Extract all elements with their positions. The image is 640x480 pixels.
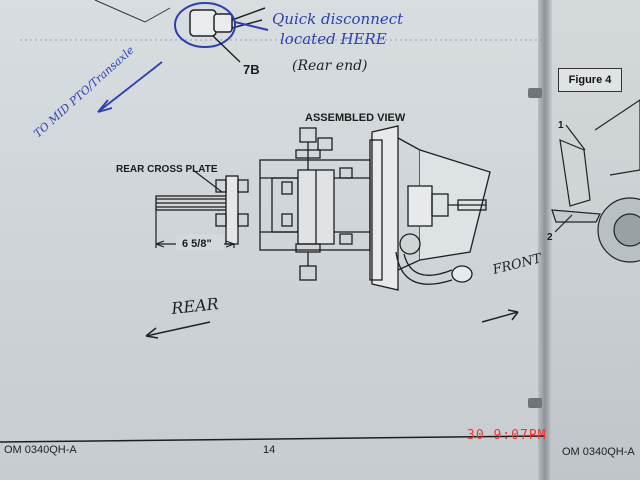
handwritten-note-line2: located HERE bbox=[280, 30, 387, 48]
right-callout-2: 2 bbox=[547, 232, 553, 243]
footer-rule bbox=[0, 435, 546, 443]
footer-doc-id: OM 0340QH-A bbox=[4, 444, 77, 456]
rear-arrow bbox=[145, 321, 211, 339]
handwritten-front: FRONT bbox=[490, 251, 544, 278]
gearbox bbox=[369, 125, 491, 291]
side-bolts bbox=[281, 167, 353, 245]
callout-leader-7b bbox=[212, 35, 241, 63]
rear-cross-plate bbox=[225, 175, 239, 245]
hydraulic-hose bbox=[395, 233, 473, 285]
quick-disconnect-part bbox=[189, 7, 266, 37]
footer-page-number: 14 bbox=[263, 444, 276, 456]
rear-plate-bolts bbox=[215, 179, 249, 227]
camera-timestamp: 30 9:07PM bbox=[467, 428, 547, 443]
book-spine bbox=[538, 0, 552, 480]
rear-cross-plate-label: REAR CROSS PLATE bbox=[116, 164, 218, 175]
footer-doc-id-right: OM 0340QH-A bbox=[562, 446, 635, 458]
top-bolt bbox=[295, 127, 333, 170]
callout-7b: 7B bbox=[243, 62, 260, 77]
right-callout-1: 1 bbox=[558, 120, 564, 131]
front-arrow bbox=[481, 309, 519, 323]
splined-shaft bbox=[155, 195, 229, 211]
handwritten-rear: REAR bbox=[169, 294, 219, 318]
binder-clip-bottom bbox=[528, 398, 542, 408]
assembly-drawing bbox=[155, 125, 491, 291]
right-page-figure bbox=[551, 99, 640, 263]
binder-clip-top bbox=[528, 88, 542, 98]
mid-pto-arrow bbox=[97, 61, 163, 113]
handwritten-note-line1: Quick disconnect bbox=[272, 10, 404, 28]
bottom-bolt bbox=[295, 243, 321, 281]
handwritten-mid-pto-note: TO MID PTO/Transaxle bbox=[31, 43, 137, 140]
figure-label: Figure 4 bbox=[558, 68, 622, 92]
handwritten-note-line3: (Rear end) bbox=[292, 58, 368, 74]
diagram-title: ASSEMBLED VIEW bbox=[305, 112, 406, 124]
top-sketch-lines bbox=[20, 0, 545, 41]
pen-circle bbox=[174, 2, 236, 48]
dimension-label: 6 5/8" bbox=[182, 238, 212, 250]
pen-pointer bbox=[234, 21, 269, 31]
rear-cross-plate-leader bbox=[192, 169, 223, 193]
